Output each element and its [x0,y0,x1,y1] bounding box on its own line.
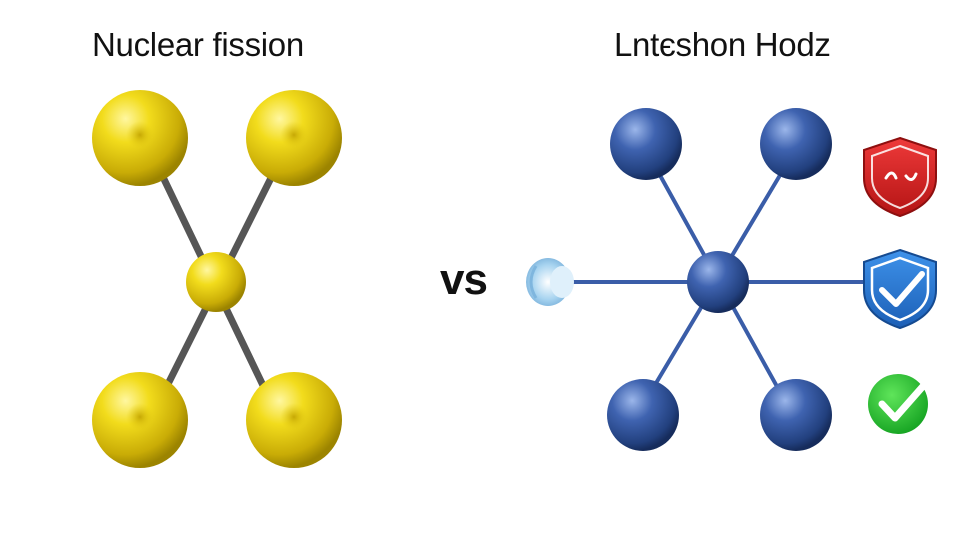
vs-label: vs [440,255,488,304]
blue-atom-center [687,251,749,313]
signal-wave-icon [526,258,574,306]
atom-center [186,252,246,312]
blue-shield-check-icon [863,248,937,330]
atom-bottom-left [92,372,188,468]
blue-atom-bottom-right [760,379,832,451]
blue-atom-top-left [610,108,682,180]
left-title: Nuclear fission [92,26,304,63]
green-check-circle-icon [868,372,936,434]
red-shield-icon [863,136,937,218]
blue-atom-top-right [760,108,832,180]
blue-atom-bottom-left [607,379,679,451]
right-title: Lntєshon Hodz [614,26,831,63]
fission-molecule [92,90,342,468]
atom-bottom-right [246,372,342,468]
atom-top-left [92,90,188,186]
blue-molecule [563,108,874,451]
atom-top-right [246,90,342,186]
